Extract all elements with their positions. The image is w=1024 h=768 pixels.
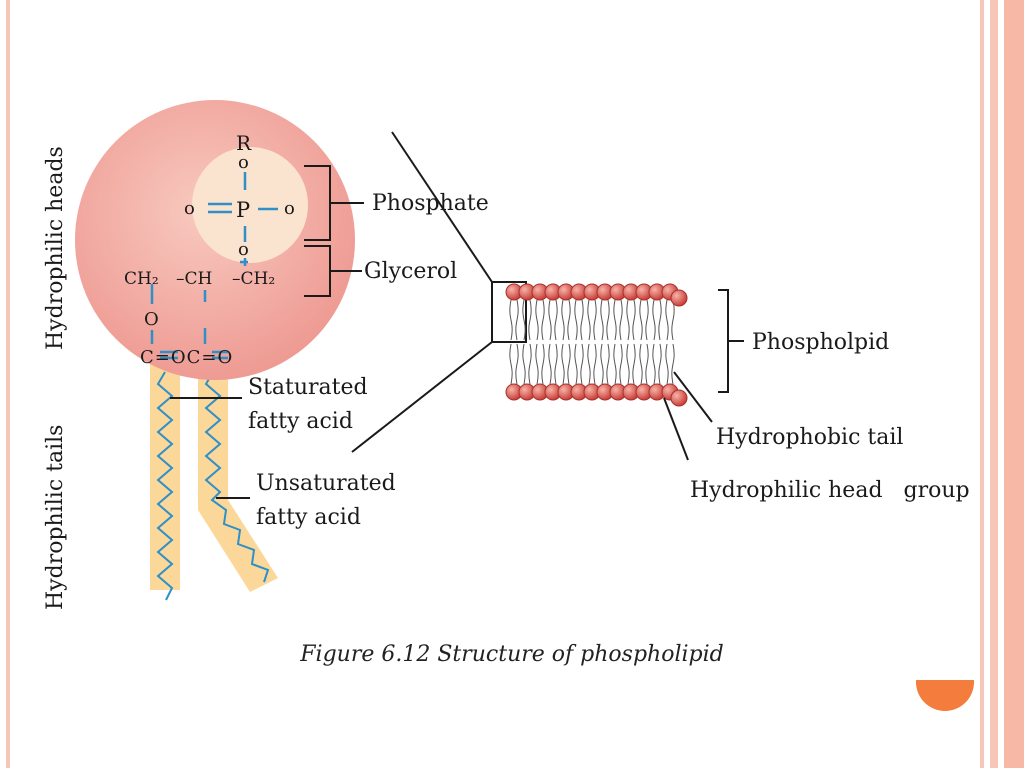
orange-accent-shape bbox=[916, 682, 974, 711]
bilayer-tail-top bbox=[665, 299, 675, 341]
phospholipid-bracket bbox=[718, 289, 729, 393]
phosphate-label: Phosphate bbox=[372, 191, 489, 216]
bilayer-tail-top bbox=[522, 299, 532, 341]
chem-ch2-right: –CH₂ bbox=[232, 269, 275, 289]
saturated-label-line1: Staturated bbox=[248, 375, 368, 400]
bilayer-tail-bottom bbox=[626, 343, 636, 385]
hydrophobic-tail-label: Hydrophobic tail bbox=[716, 425, 903, 450]
bilayer-tail-top bbox=[613, 299, 623, 341]
bilayer-tail-top bbox=[574, 299, 584, 341]
fatty-acid-tails bbox=[150, 360, 278, 601]
bilayer-tail-bottom bbox=[509, 343, 519, 385]
glycerol-label: Glycerol bbox=[364, 259, 457, 284]
zoom-box bbox=[491, 281, 527, 343]
chem-ch-mid: –CH bbox=[176, 269, 212, 289]
chem-o-ester: O bbox=[144, 309, 159, 330]
chem-carbonyl: C=OC=O bbox=[140, 347, 233, 368]
hydrophilic-heads-label: Hydrophilic heads bbox=[43, 146, 68, 350]
chem-o-bottom: o bbox=[238, 239, 249, 260]
head-brackets bbox=[304, 165, 364, 297]
unsaturated-label-line2: fatty acid bbox=[256, 505, 361, 530]
unsaturated-label-line1: Unsaturated bbox=[256, 471, 396, 496]
zoom-line-bottom bbox=[351, 341, 493, 453]
bilayer-tail-bottom bbox=[600, 343, 610, 385]
chem-ch2-left: CH₂ bbox=[124, 269, 159, 289]
hydrophilic-head-group-label: Hydrophilic head group bbox=[690, 478, 970, 503]
bilayer-tail-bottom bbox=[613, 343, 623, 385]
bilayer-tail-bottom bbox=[639, 343, 649, 385]
bilayer-tail-bottom bbox=[665, 343, 675, 385]
unsaturated-zigzag bbox=[204, 371, 270, 583]
orange-accent-bar bbox=[916, 680, 974, 684]
bilayer-head-bottom bbox=[670, 389, 688, 407]
bilayer-tail-top bbox=[561, 299, 571, 341]
bilayer-tail-top bbox=[587, 299, 597, 341]
bilayer-tail-top bbox=[639, 299, 649, 341]
bilayer-tail-bottom bbox=[574, 343, 584, 385]
saturated-zigzag bbox=[156, 371, 174, 601]
bilayer-tail-bottom bbox=[587, 343, 597, 385]
bilayer-tail-top bbox=[509, 299, 519, 341]
bilayer-tail-bottom bbox=[548, 343, 558, 385]
chem-o-right: o bbox=[284, 198, 295, 219]
bilayer-tail-top bbox=[548, 299, 558, 341]
figure-caption: Figure 6.12 Structure of phospholipid bbox=[300, 642, 724, 667]
chem-p: P bbox=[236, 198, 250, 222]
chemical-bonds bbox=[150, 172, 278, 360]
chem-o-top: o bbox=[238, 152, 249, 173]
bilayer-tail-bottom bbox=[535, 343, 545, 385]
bilayer-tail-top bbox=[626, 299, 636, 341]
bilayer-tail-top bbox=[600, 299, 610, 341]
saturated-label-line2: fatty acid bbox=[248, 409, 353, 434]
bilayer-tail-bottom bbox=[561, 343, 571, 385]
lipid-bilayer bbox=[505, 283, 688, 407]
chem-o-left: o bbox=[184, 198, 195, 219]
zoom-line-top bbox=[391, 131, 493, 283]
bilayer-head-top bbox=[670, 289, 688, 307]
phosphate-core bbox=[192, 147, 308, 263]
slide-right-decoration bbox=[980, 0, 1024, 768]
bilayer-tail-top bbox=[535, 299, 545, 341]
hydrophilic-tails-label: Hydrophilic tails bbox=[43, 425, 68, 610]
bilayer-tail-bottom bbox=[522, 343, 532, 385]
bilayer-tail-top bbox=[652, 299, 662, 341]
slide-left-border bbox=[6, 0, 10, 768]
bilayer-tail-bottom bbox=[652, 343, 662, 385]
phospholipid-label: Phospholpid bbox=[752, 330, 889, 355]
chem-r: R bbox=[236, 131, 252, 155]
